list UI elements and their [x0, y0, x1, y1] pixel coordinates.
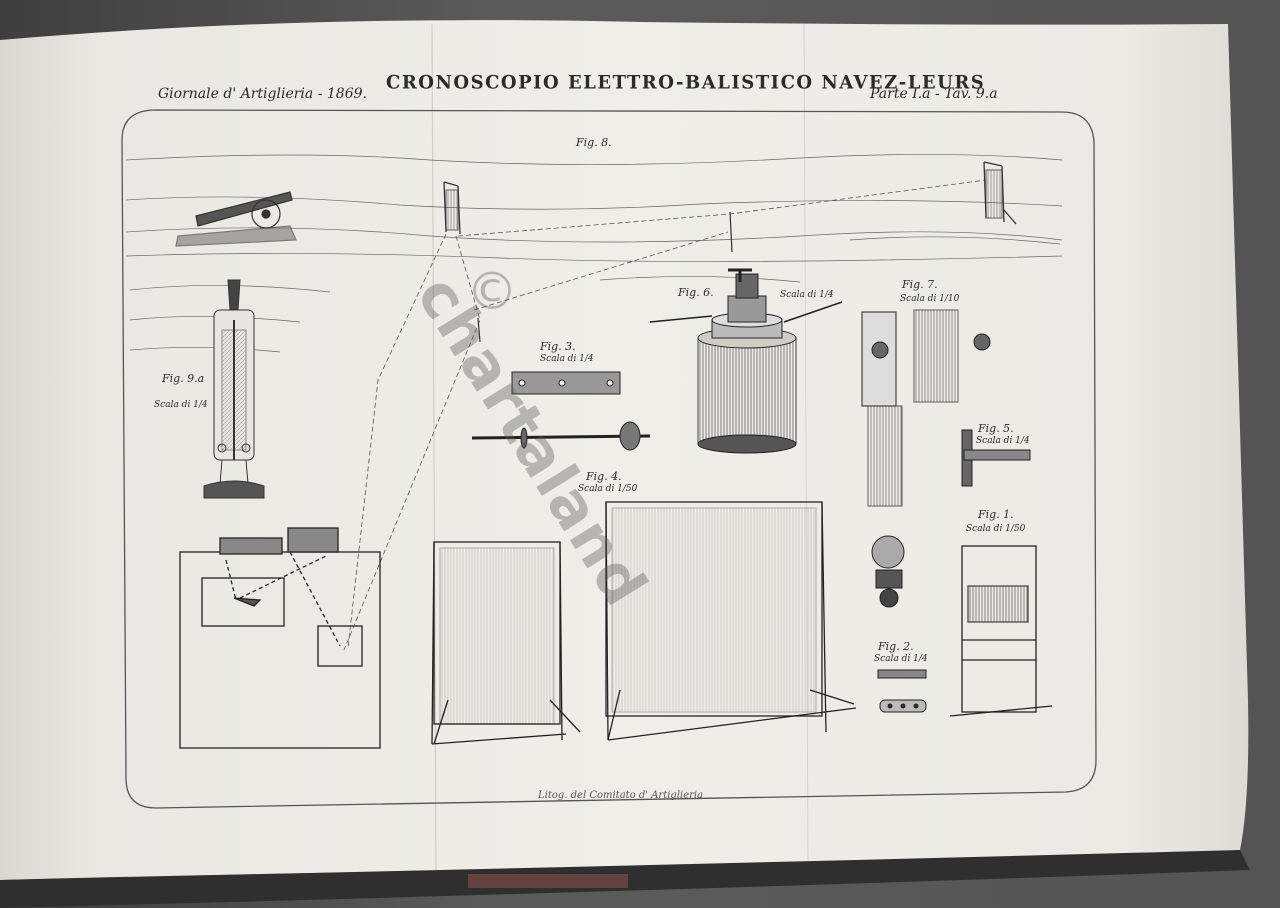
fig6-scale: Scala di 1/4: [780, 290, 834, 300]
plate-title: CRONOSCOPIO ELETTRO-BALISTICO NAVEZ-LEUR…: [386, 71, 986, 94]
fig4-scale: Scala di 1/50: [578, 484, 638, 494]
fig1-frame: [949, 545, 1053, 717]
fold-line: [431, 23, 437, 873]
fig7-column: [861, 309, 991, 608]
fig4-frame-large: [605, 501, 857, 741]
fig2-label: Fig. 2.: [878, 640, 914, 653]
fig9-instrument: [203, 279, 265, 499]
pole: [729, 211, 733, 253]
target-frame-right: [983, 161, 1017, 225]
fig1-label: Fig. 1.: [978, 508, 1014, 521]
fig5-key: [961, 429, 1031, 487]
fig4-frame-small: [431, 541, 581, 745]
plate-border: [121, 109, 1097, 809]
spine-ribbon: [468, 874, 628, 888]
fig5-scale: Scala di 1/4: [976, 436, 1030, 446]
fig8-label: Fig. 8.: [576, 136, 612, 149]
fold-line-2: [803, 23, 809, 867]
fig3-plate: [471, 371, 651, 451]
fig7-label: Fig. 7.: [902, 278, 938, 291]
pole-2: [477, 317, 481, 343]
fig3-scale: Scala di 1/4: [540, 354, 594, 364]
watermark-copyright-icon: ©: [466, 262, 518, 322]
paper-sheet: [0, 20, 1249, 880]
fig9-label: Fig. 9.a: [162, 372, 205, 385]
fig6-label: Fig. 6.: [678, 286, 714, 299]
fig7-scale: Scala di 1/10: [900, 294, 960, 304]
fig3-label: Fig. 3.: [540, 340, 576, 353]
cannon: [175, 191, 297, 247]
journal-label: Giornale d' Artiglieria - 1869.: [158, 86, 367, 102]
fig9-scale: Scala di 1/4: [154, 400, 208, 410]
fig2-scale: Scala di 1/4: [874, 654, 928, 664]
fig2-parts: [877, 669, 927, 713]
target-frame-left: [443, 181, 461, 235]
fig6-cylinder: [649, 268, 843, 454]
lithographer-credit: Litog. del Comitato d' Artiglieria: [538, 790, 704, 801]
part-label: Parte I.a - Tav. 9.a: [870, 86, 998, 102]
fig4-label: Fig. 4.: [586, 470, 622, 483]
fig1-scale: Scala di 1/50: [966, 524, 1026, 534]
fig5-label: Fig. 5.: [978, 422, 1014, 435]
fig9-board: [179, 527, 381, 749]
